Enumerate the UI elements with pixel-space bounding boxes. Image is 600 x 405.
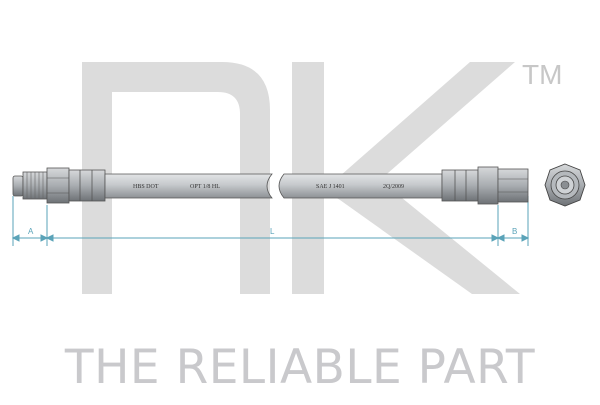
brand-tagline: THE RELIABLE PART — [64, 340, 536, 395]
dimension-a-label: A — [28, 227, 34, 236]
hose-print-4: 2Q/2009 — [383, 184, 404, 190]
trademark-label: TM — [522, 59, 562, 90]
hose-print-1: HBS DOT — [133, 184, 159, 190]
dimension-lines — [11, 196, 530, 246]
dimension-l-label: L — [270, 227, 275, 236]
hose-body-left — [104, 173, 273, 199]
hose-print-2: OPT 1/8 HL — [190, 184, 220, 190]
brake-hose — [12, 166, 529, 205]
dimension-b-label: B — [512, 227, 517, 236]
right-hex-crimp — [441, 166, 529, 205]
hose-print-3: SAE J 1401 — [316, 184, 345, 190]
left-thread-fitting — [12, 171, 48, 200]
left-hex-crimp — [46, 167, 106, 204]
hose-body-right — [278, 173, 443, 199]
fitting-end-view — [544, 163, 586, 207]
